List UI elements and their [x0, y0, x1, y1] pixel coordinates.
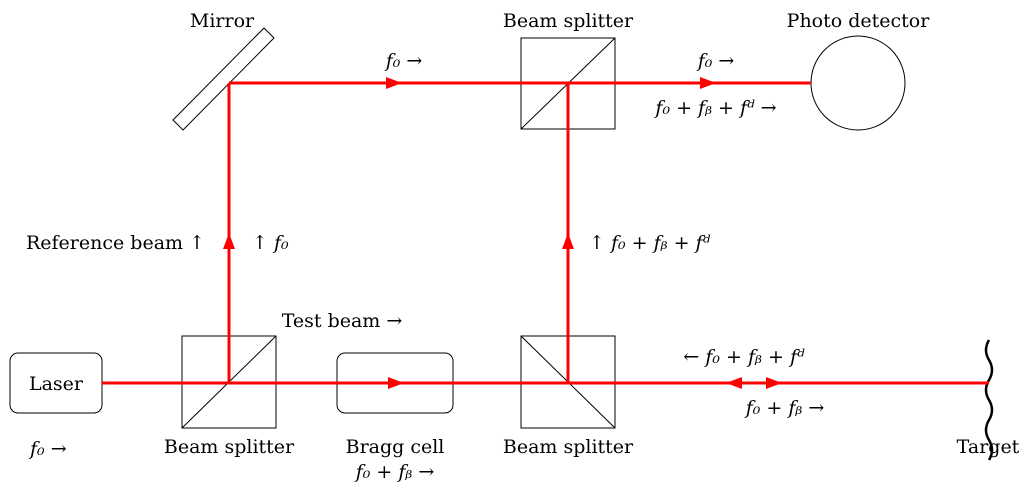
- arrow-right-forward: [766, 377, 782, 389]
- arrow-left-return: [726, 377, 742, 389]
- target-label: Target: [957, 436, 1020, 458]
- laser-frequency-label: f₀ →: [28, 438, 67, 460]
- return-left-frequency: ← f₀ + fᵦ + fᵈ: [683, 346, 805, 368]
- photo-detector-label: Photo detector: [787, 10, 931, 32]
- beam-splitter-right-label: Beam splitter: [503, 436, 634, 458]
- top-left-frequency: f₀ →: [384, 50, 423, 72]
- reference-beam-label: Reference beam ↑: [26, 232, 205, 254]
- arrow-right-top-left: [386, 77, 402, 89]
- laser: Laser: [9, 352, 103, 414]
- arrow-up-return: [562, 233, 574, 249]
- arrow-right-top-right: [700, 77, 716, 89]
- test-beam-label: Test beam →: [282, 310, 403, 332]
- mirror-label: Mirror: [190, 10, 255, 32]
- arrow-right-bragg: [388, 377, 404, 389]
- beam-splitter-top-label: Beam splitter: [503, 10, 634, 32]
- return-up-frequency: ↑ f₀ + fᵦ + fᵈ: [589, 232, 711, 254]
- detector-sum-frequency: f₀ + fᵦ + fᵈ →: [653, 97, 776, 119]
- arrow-up-reference: [223, 233, 235, 249]
- bragg-cell-frequency: f₀ + fᵦ →: [354, 461, 435, 483]
- reference-frequency: ↑ f₀: [252, 232, 289, 254]
- beam-splitter-left-label: Beam splitter: [164, 436, 295, 458]
- photo-detector: [810, 35, 906, 131]
- forward-right-frequency: f₀ + fᵦ →: [744, 397, 825, 419]
- target-surface: [984, 339, 994, 461]
- bragg-cell-label: Bragg cell: [346, 436, 445, 458]
- mirror: [172, 27, 275, 131]
- top-right-frequency: f₀ →: [696, 50, 735, 72]
- laser-label: Laser: [29, 373, 84, 395]
